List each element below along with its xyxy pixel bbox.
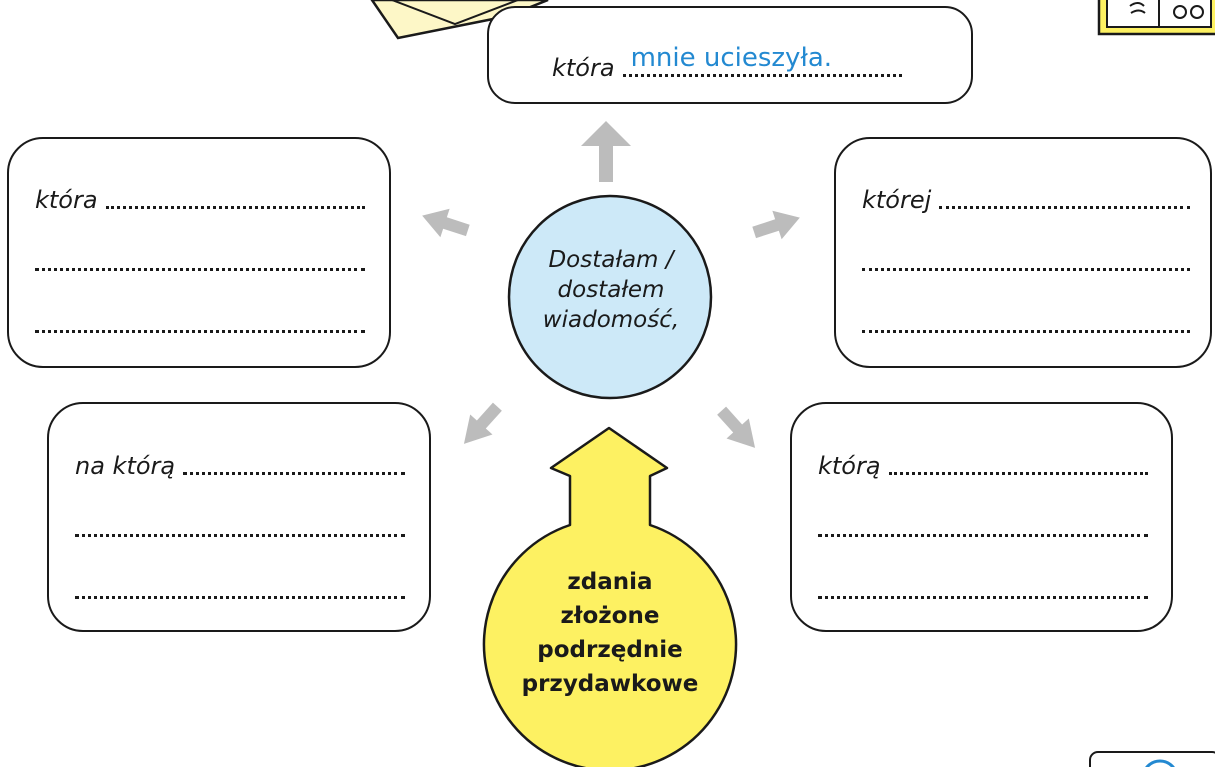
label-line-4: przydawkowe [521, 671, 699, 697]
left-upper-answer-box: która [7, 137, 391, 368]
book-icon [1097, 0, 1215, 36]
arrow-left-down-icon [463, 402, 502, 444]
answer-blank[interactable] [888, 472, 1148, 475]
answer-blank[interactable] [35, 330, 365, 333]
answer-line-1: którą [818, 444, 1148, 478]
arrow-up-icon [581, 121, 631, 182]
right-upper-answer-box: której [834, 137, 1212, 368]
main-clause-line-1: Dostałam / [548, 247, 674, 273]
left-lower-answer-box: na którą [47, 402, 431, 632]
answer-line-2 [818, 506, 1148, 540]
answer-blank[interactable] [105, 206, 365, 209]
main-clause-text: Dostałam / dostałem wiadomość, [508, 245, 714, 335]
answer-blank[interactable] [183, 472, 405, 475]
right-lower-answer-box: którą [790, 402, 1173, 632]
arrow-right-up-icon [752, 210, 800, 240]
pronoun-prefix: która [35, 186, 98, 214]
filled-answer: mnie ucieszyła. [630, 43, 833, 73]
pronoun-prefix: na którą [75, 452, 176, 480]
main-clause-line-3: wiadomość, [542, 307, 680, 333]
answer-line-2 [75, 506, 405, 540]
direction-arrows [422, 121, 800, 448]
label-line-1: zdania [567, 569, 653, 595]
answer-blank[interactable] [818, 596, 1148, 599]
answer-blank[interactable] [35, 268, 365, 271]
badge-icon [1089, 751, 1215, 767]
answer-blank[interactable] [75, 596, 405, 599]
pronoun-prefix: która [552, 54, 615, 82]
answer-line-3 [75, 568, 405, 602]
answer-line-3 [35, 302, 365, 336]
sentence-type-label: zdania złożone podrzędnie przydawkowe [490, 565, 730, 701]
answer-line-2 [35, 240, 365, 274]
answer-line-3 [818, 568, 1148, 602]
label-line-3: podrzędnie [537, 637, 683, 663]
answer-line-3 [862, 302, 1190, 336]
answer-line-1: która mnie ucieszyła. [552, 43, 902, 82]
answer-blank[interactable] [862, 268, 1190, 271]
answer-line-1: która [35, 178, 365, 212]
pronoun-prefix: której [862, 186, 932, 214]
answer-line-2 [862, 240, 1190, 274]
label-line-2: złożone [560, 603, 660, 629]
main-clause-line-2: dostałem [557, 277, 665, 303]
answer-blank[interactable] [818, 534, 1148, 537]
answer-blank[interactable] [939, 206, 1190, 209]
pronoun-prefix: którą [818, 452, 881, 480]
answer-line-1: której [862, 178, 1190, 212]
answer-blank[interactable] [862, 330, 1190, 333]
label-arrow-shape [482, 426, 738, 767]
top-answer-box: która mnie ucieszyła. [487, 6, 973, 104]
answer-line-1: na którą [75, 444, 405, 478]
center-circle [507, 194, 713, 400]
answer-blank[interactable] [75, 534, 405, 537]
arrow-left-up-icon [422, 208, 470, 238]
arrow-right-down-icon [717, 406, 756, 448]
answer-blank[interactable] [622, 74, 902, 77]
